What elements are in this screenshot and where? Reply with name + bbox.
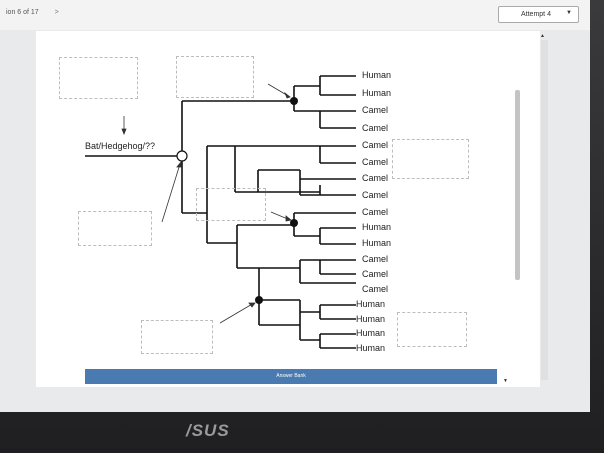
leaf-label: Human <box>356 299 386 309</box>
leaf-label: Human <box>356 314 386 324</box>
asus-logo: /SUS <box>186 421 230 440</box>
answer-drop-zone[interactable] <box>141 320 213 354</box>
question-counter: ion 6 of 17 <box>6 9 39 16</box>
arrow-head-icon <box>176 160 182 168</box>
answer-bank-bar[interactable]: Answer Bank <box>85 369 497 384</box>
leaf-label: Camel <box>362 157 389 167</box>
leaf-label: Camel <box>362 284 389 294</box>
attempt-select[interactable]: Attempt 4 ▼ <box>498 6 579 23</box>
answer-drop-zone[interactable] <box>59 57 138 99</box>
arrow-head-icon <box>285 215 292 222</box>
scrollbar-track[interactable] <box>541 40 548 380</box>
arrow-head-icon <box>121 128 127 136</box>
scrollbar-thumb[interactable] <box>515 90 520 280</box>
attempt-select-label: Attempt 4 <box>521 11 551 18</box>
leaf-label: Human <box>362 70 392 80</box>
leaf-label: Human <box>356 343 386 353</box>
node-marker <box>255 296 263 304</box>
node-marker <box>290 219 298 227</box>
question-navigation: ion 6 of 17 > <box>6 9 59 16</box>
answer-drop-zone[interactable] <box>78 211 152 246</box>
leaf-label: Human <box>356 328 386 338</box>
leaf-label: Human <box>362 238 392 248</box>
next-question-arrow-icon[interactable]: > <box>54 9 59 16</box>
top-bar: ion 6 of 17 > Attempt 4 ▼ <box>0 0 590 30</box>
arrow-head-icon <box>284 91 291 99</box>
root-taxon-label: Bat/Hedgehog/?? <box>85 141 156 151</box>
leaf-label: Camel <box>362 140 389 150</box>
leaf-label: Camel <box>362 123 389 133</box>
pointer-arrows <box>121 83 292 324</box>
leaf-label: Camel <box>362 207 389 217</box>
root-node-marker <box>176 150 188 162</box>
node-marker <box>290 97 298 105</box>
leaf-label: Human <box>362 88 392 98</box>
leaf-label: Camel <box>362 190 389 200</box>
leaf-label: Camel <box>362 173 389 183</box>
leaf-label: Human <box>362 222 392 232</box>
scroll-down-icon[interactable]: ▼ <box>503 378 508 384</box>
answer-drop-zone[interactable] <box>397 312 467 347</box>
question-panel <box>36 31 540 387</box>
chevron-down-icon: ▼ <box>566 10 572 16</box>
answer-drop-zone[interactable] <box>176 56 254 98</box>
arrow-head-icon <box>248 302 256 308</box>
answer-drop-zone[interactable] <box>196 188 266 221</box>
arrow-line <box>219 302 255 324</box>
answer-drop-zone[interactable] <box>392 139 469 179</box>
scroll-up-icon[interactable]: ▲ <box>540 33 545 39</box>
leaf-label: Camel <box>362 105 389 115</box>
leaf-label: Camel <box>362 254 389 264</box>
leaf-label: Camel <box>362 269 389 279</box>
arrow-line <box>161 163 181 223</box>
